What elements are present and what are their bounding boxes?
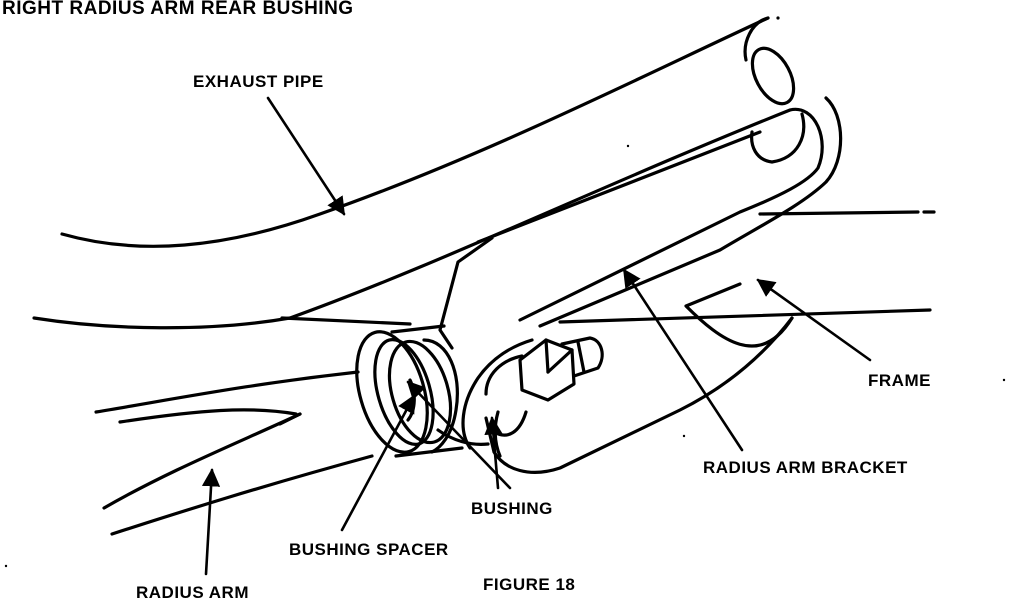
exhaust-pipe-drawing <box>32 16 796 330</box>
frame-drawing <box>280 210 936 326</box>
bushing-arrow-left <box>406 380 512 490</box>
radius-arm-bracket-drawing <box>438 96 843 474</box>
radius-arm-drawing <box>94 370 374 536</box>
label-radius-arm-bracket: RADIUS ARM BRACKET <box>703 458 908 477</box>
label-radius-arm: RADIUS ARM <box>136 583 249 602</box>
bushing-assembly-drawing <box>355 324 502 458</box>
figure-title: RIGHT RADIUS ARM REAR BUSHING <box>2 0 354 19</box>
figure-caption: FIGURE 18 <box>483 575 576 594</box>
scan-specks <box>4 16 1006 568</box>
radius-arm-bracket-arrow <box>622 268 744 452</box>
label-exhaust-pipe: EXHAUST PIPE <box>193 72 324 91</box>
frame-arrow <box>756 278 872 362</box>
label-bushing-spacer: BUSHING SPACER <box>289 540 449 559</box>
radius-arm-arrow <box>201 468 221 576</box>
bushing-spacer-arrow <box>340 394 416 532</box>
leader-arrows <box>201 96 872 576</box>
bushing-arrow-right <box>484 416 503 490</box>
nut-and-stud-drawing <box>492 336 604 437</box>
label-bushing: BUSHING <box>471 499 553 518</box>
label-frame: FRAME <box>868 371 931 390</box>
exhaust-pipe-arrow <box>266 96 346 216</box>
